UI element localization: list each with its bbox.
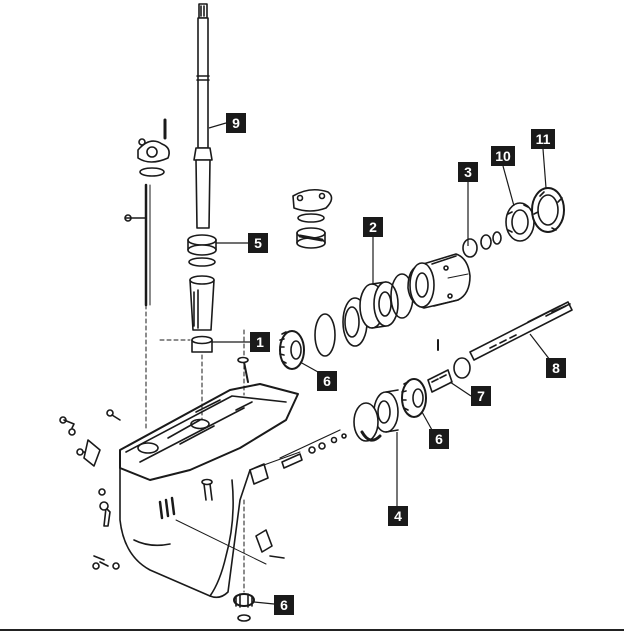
callout-9: 9 (226, 113, 246, 133)
gear-case-housing (119, 383, 299, 599)
callout-6: 6 (274, 595, 294, 615)
pinion-gear (233, 593, 255, 622)
shim (353, 402, 379, 442)
needle-bearing-5 (187, 234, 217, 267)
callout-4: 4 (388, 506, 408, 526)
propeller-shaft (437, 301, 573, 379)
shift-plunger (249, 429, 347, 485)
callout-11: 11 (531, 129, 555, 149)
bearing-1 (191, 335, 213, 353)
bearing-race (314, 297, 368, 357)
carrier-bearing (462, 231, 502, 258)
drive-shaft (193, 3, 213, 229)
shift-rod-seal-housing (137, 118, 170, 177)
ring-nut-11 (531, 187, 565, 233)
guide-lines (175, 451, 301, 565)
callout-10: 10 (491, 146, 515, 166)
callout-6: 6 (317, 371, 337, 391)
reverse-gear (401, 378, 427, 418)
shim-segment (360, 430, 382, 442)
callout-3: 3 (458, 162, 478, 182)
shift-rod (124, 183, 151, 307)
dog-clutch (427, 369, 453, 393)
callout-2: 2 (363, 217, 383, 237)
callout-8: 8 (546, 358, 566, 378)
bolts (59, 356, 285, 570)
bearing-carrier (407, 253, 471, 309)
drive-shaft-sleeve (189, 275, 215, 331)
callout-7: 7 (471, 386, 491, 406)
callout-5: 5 (248, 233, 268, 253)
bearing-4 (373, 389, 399, 433)
bearing-2 (359, 281, 399, 329)
callout-6: 6 (429, 429, 449, 449)
water-pump-base (292, 188, 333, 249)
bottom-rule (0, 629, 624, 631)
callout-1: 1 (250, 332, 270, 352)
forward-gear (279, 330, 305, 370)
oil-seal-10 (505, 202, 535, 242)
